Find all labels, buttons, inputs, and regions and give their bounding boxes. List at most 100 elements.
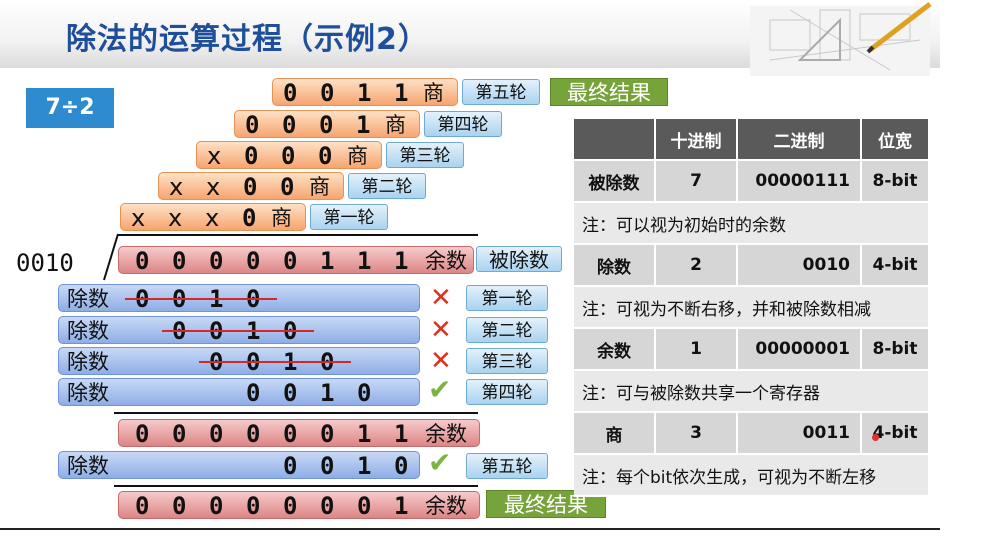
divisor-digit: 0 [283, 452, 298, 480]
remainder-suffix: 余数 [425, 494, 467, 518]
quotient-digit: 0 [280, 173, 295, 201]
remainder-digit: 0 [209, 420, 224, 448]
cross-icon: ✕ [430, 283, 452, 313]
quotient-digit: 0 [318, 142, 333, 170]
subtraction-line [114, 485, 478, 487]
divisor-label: 0010 [16, 249, 74, 277]
remainder-suffix: 余数 [425, 422, 467, 446]
strikethrough-line [199, 361, 351, 363]
dividend-digit: 0 [172, 247, 187, 275]
mouse-pointer [872, 434, 879, 441]
round-tag: 第三轮 [466, 348, 548, 374]
table-note-row: 注：每个bit依次生成，可视为不断左移 [574, 455, 930, 497]
check-icon: ✔ [428, 373, 452, 406]
table-header-empty [574, 119, 656, 161]
dividend-digit: 0 [246, 247, 261, 275]
row-name: 除数 [574, 245, 656, 287]
remainder-digit: 1 [394, 492, 409, 520]
quotient-digit: 1 [394, 79, 409, 107]
drafting-tools-illustration [750, 2, 932, 76]
long-division-bracket [103, 233, 119, 281]
round-tag: 第二轮 [466, 317, 548, 343]
divisor-digit: 0 [357, 379, 372, 407]
remainder-digit: 0 [246, 492, 261, 520]
quotient-digit: x [206, 173, 221, 201]
dividend-digit: 1 [394, 247, 409, 275]
remainder-digit: 0 [209, 492, 224, 520]
divisor-row-label: 除数 [67, 454, 109, 478]
quotient-digit: 0 [243, 173, 258, 201]
remainder-digit: 0 [357, 492, 372, 520]
remainder-digit: 0 [246, 420, 261, 448]
remainder-digit: 0 [172, 492, 187, 520]
remainder-digit: 0 [320, 492, 335, 520]
example-tag: 7÷2 [26, 88, 114, 128]
table-note-row: 注：可与被除数共享一个寄存器 [574, 371, 930, 413]
divisor-row-label: 除数 [67, 287, 109, 311]
check-icon: ✔ [428, 446, 452, 479]
quotient-digit: 0 [242, 204, 257, 232]
cross-icon: ✕ [430, 346, 452, 376]
row-name: 被除数 [574, 161, 656, 203]
table-note-row: 注：可以视为初始时的余数 [574, 203, 930, 245]
subtraction-line [114, 412, 478, 414]
quotient-suffix: 商 [423, 81, 444, 105]
final-result-tag: 最终结果 [486, 490, 606, 518]
dividend-digit: 0 [283, 247, 298, 275]
row-decimal: 7 [656, 161, 738, 203]
remainder-digit: 0 [172, 420, 187, 448]
row-note: 注：可视为不断右移，并和被除数相减 [574, 287, 930, 329]
quotient-digit: x [205, 204, 220, 232]
quotient-digit: 0 [319, 111, 334, 139]
remainder-digit: 0 [135, 492, 150, 520]
remainder-digit: 0 [135, 420, 150, 448]
table-header-decimal: 十进制 [656, 119, 738, 161]
quotient-digit: 0 [245, 111, 260, 139]
divisor-row-label: 除数 [67, 381, 109, 405]
final-result-tag: 最终结果 [550, 78, 668, 106]
round-tag: 第四轮 [466, 379, 548, 405]
row-binary: 0010 [738, 245, 862, 287]
divisor-row-label: 除数 [67, 350, 109, 374]
table-header-width: 位宽 [862, 119, 930, 161]
row-name: 余数 [574, 329, 656, 371]
table-note-row: 注：可视为不断右移，并和被除数相减 [574, 287, 930, 329]
dividend-digit: 1 [320, 247, 335, 275]
quotient-digit: 0 [320, 79, 335, 107]
slide-bottom-line [0, 528, 940, 530]
round-tag: 第五轮 [462, 79, 540, 105]
row-binary: 00000111 [738, 161, 862, 203]
round-tag: 第一轮 [466, 285, 548, 311]
remainder-digit: 1 [357, 420, 372, 448]
row-note: 注：每个bit依次生成，可视为不断左移 [574, 455, 930, 497]
divisor-digit: 1 [357, 452, 372, 480]
row-note: 注：可与被除数共享一个寄存器 [574, 371, 930, 413]
round-tag: 第二轮 [348, 173, 426, 199]
dividend-digit: 1 [357, 247, 372, 275]
row-decimal: 1 [656, 329, 738, 371]
table-header-binary: 二进制 [738, 119, 862, 161]
dividend-tag: 被除数 [476, 246, 562, 272]
row-decimal: 2 [656, 245, 738, 287]
row-binary: 00000001 [738, 329, 862, 371]
quotient-digit: 0 [281, 142, 296, 170]
quotient-digit: 1 [357, 79, 372, 107]
cross-icon: ✕ [430, 315, 452, 345]
quotient-digit: 0 [282, 111, 297, 139]
row-name: 商 [574, 413, 656, 455]
